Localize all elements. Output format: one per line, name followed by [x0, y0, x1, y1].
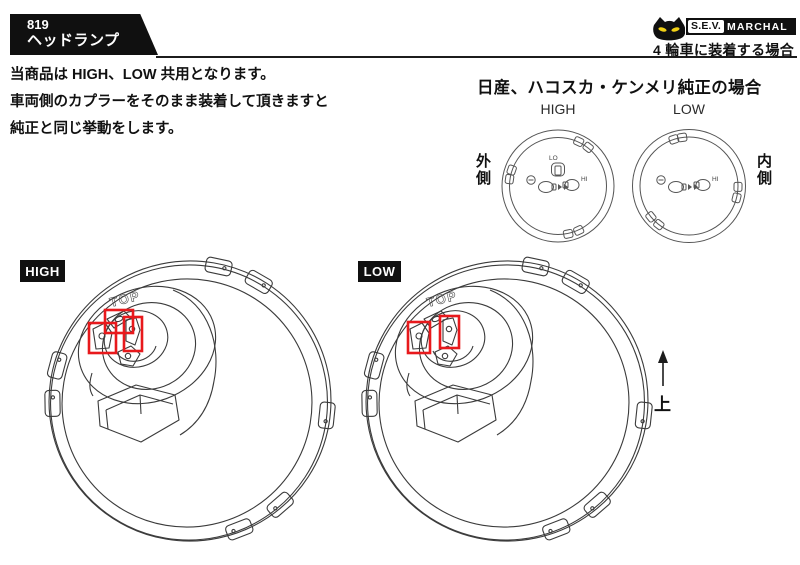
up-label: 上 — [654, 395, 671, 414]
low-lamp-drawing: TOP — [357, 255, 657, 547]
lo-terminal-label: LO — [549, 155, 558, 162]
intro-line-3: 純正と同じ挙動をします。 — [10, 121, 183, 137]
high-circle-label: HIGH — [540, 101, 576, 117]
intro-paragraph: 当商品は HIGH、LOW 共用となります。 車両側のカプラーをそのまま装着して… — [10, 62, 329, 143]
brand-marchal-label: MARCHAL — [727, 20, 788, 33]
ground-terminal — [538, 181, 554, 193]
high-lamp-drawing: TOP — [40, 255, 340, 547]
product-name: ヘッドランプ — [27, 32, 120, 49]
top-marking: TOP — [425, 288, 459, 310]
bulb-rear-diagrams: LO HI — [501, 129, 746, 243]
low-lamp-tag: LOW — [358, 261, 401, 282]
cat-logo-icon — [653, 17, 685, 41]
low-bulb-rear-diagram: HI — [632, 129, 746, 243]
highlight-box-hi — [438, 314, 461, 350]
ground-terminal-symbol — [656, 175, 666, 185]
product-number: 819 — [27, 17, 49, 32]
outer-side-label: 外側 — [474, 153, 491, 187]
highlight-box-hi — [122, 315, 144, 353]
highlight-box-ground — [87, 321, 118, 355]
low-highlighted-terminal-boxes — [406, 314, 461, 355]
lo-terminal — [551, 162, 565, 177]
top-marking: TOP — [108, 288, 142, 310]
hi-terminal-label: HI — [712, 176, 719, 183]
diagram-section-title: 日産、ハコスカ・ケンメリ純正の場合 — [477, 79, 762, 97]
inner-side-label: 内側 — [755, 153, 772, 187]
brand-logo: S.E.V. MARCHAL — [686, 18, 796, 35]
product-header-tab: 819 ヘッドランプ — [10, 14, 158, 55]
intro-line-1: 当商品は HIGH、LOW 共用となります。 — [10, 67, 275, 83]
hi-terminal — [564, 179, 580, 191]
brand-sev-label: S.E.V. — [688, 20, 724, 33]
low-circle-label: LOW — [673, 101, 705, 117]
intro-line-2: 車両側のカプラーをそのまま装着して頂きますと — [10, 94, 329, 110]
low-bulb-tabs — [645, 132, 743, 231]
ground-terminal — [668, 181, 684, 193]
header-rule — [156, 56, 797, 58]
hi-terminal-label: HI — [581, 176, 588, 183]
high-bulb-rear-diagram: LO HI — [501, 129, 615, 243]
highlight-box-ground — [406, 320, 432, 355]
high-lamp-tag: HIGH — [20, 260, 65, 282]
ground-terminal-symbol — [526, 175, 536, 185]
usage-note: 4 輪車に装着する場合 — [653, 42, 794, 58]
hi-terminal — [695, 179, 711, 191]
high-bulb-tabs — [504, 136, 594, 239]
up-arrow-icon — [658, 350, 668, 386]
highlight-box-lo — [103, 308, 135, 335]
high-highlighted-terminal-boxes — [87, 308, 144, 355]
